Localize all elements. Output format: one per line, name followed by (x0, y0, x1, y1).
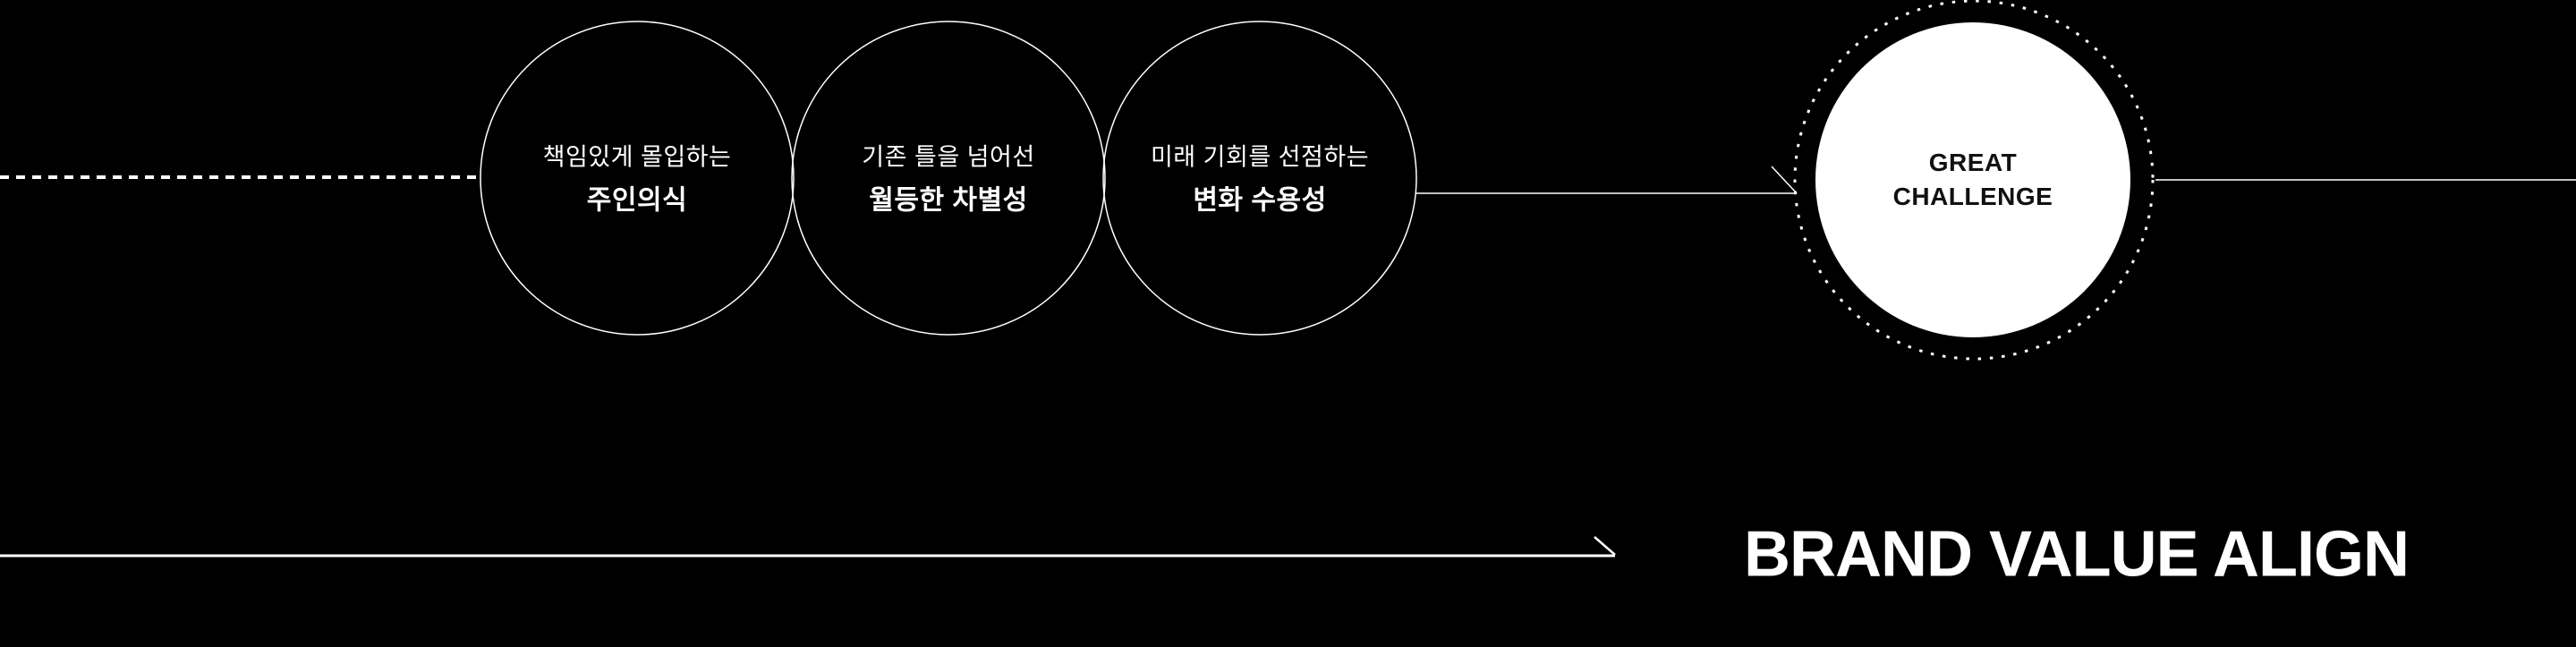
brand-value-align-heading: BRAND VALUE ALIGN (1744, 518, 2410, 591)
value-circle-3-outline (1102, 21, 1417, 336)
value-1-title: 주인의식 (586, 185, 688, 216)
result-line-2: CHALLENGE (1892, 183, 2053, 210)
result-line-1: GREAT (1928, 149, 2018, 176)
result-circle (1815, 22, 2130, 337)
value-circle-2-outline (791, 21, 1106, 336)
connector-arrowhead-icon (1771, 166, 1798, 194)
bottom-axis-arrowhead-icon (1594, 536, 1616, 556)
value-3-subtitle: 미래 기회를 선점하는 (1150, 143, 1370, 171)
result-circle-label: GREAT CHALLENGE (1815, 146, 2130, 214)
value-3-title: 변화 수용성 (1193, 185, 1327, 216)
value-circle-1-outline (480, 21, 795, 336)
value-circle-3-label: 미래 기회를 선점하는 변화 수용성 (1102, 143, 1417, 217)
value-2-subtitle: 기존 틀을 넘어선 (862, 143, 1035, 171)
value-circle-2-label: 기존 틀을 넘어선 월등한 차별성 (791, 143, 1106, 217)
value-circle-1-label: 책임있게 몰입하는 주인의식 (480, 143, 795, 217)
value-2-title: 월등한 차별성 (869, 185, 1028, 216)
result-dotted-ring (1793, 0, 2155, 361)
value-1-subtitle: 책임있게 몰입하는 (542, 143, 732, 171)
